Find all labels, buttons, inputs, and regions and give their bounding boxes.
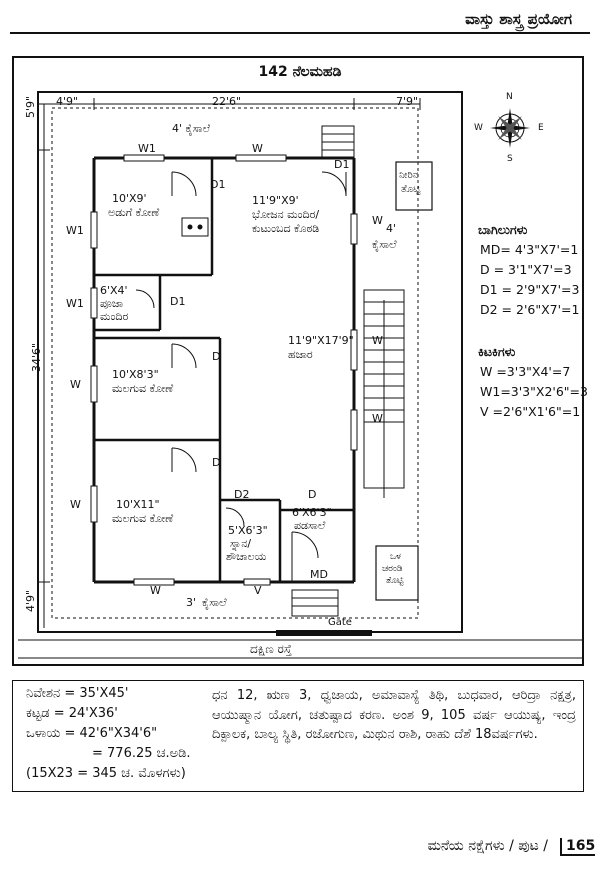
info-site: ನಿವೇಶನ = 35'X45' [26,686,129,701]
info-area: = 776.25 ಚ.ಅಡಿ. [92,746,191,761]
dim-left-bottom: 4'9" [24,589,37,612]
compass-w: W [474,123,483,133]
windows-title: ಕಿಟಕಿಗಳು [478,344,516,359]
info-building: ಕಟ್ಟಡ = 24'X36' [26,706,118,721]
bath-name-2: ಶೌಚಾಲಯ [226,550,267,563]
top-staircase [321,125,355,159]
doors-item-3: D2 = 2'6"X7'=1 [480,302,580,317]
label-gate: Gate [328,617,352,628]
doors-item-0: MD= 4'3"X7'=1 [480,242,579,257]
plan-frame [12,56,584,666]
label-w-bottom: W [150,584,161,597]
kaisale-bottom: ಕೈಸಾಲೆ [202,596,227,609]
windows-item-1: W1=3'3"X2'6"=3 [480,384,588,399]
info-inner: ಒಳಾಯ = 42'6"X34'6" [26,726,158,741]
gate-mark [276,630,372,636]
dining-size: 11'9"X9' [252,194,299,207]
drain-tank-box [375,545,419,601]
water-tank-box [395,161,433,211]
page-number: 165 [560,838,596,856]
dim-left-mid: 34'6" [30,342,43,372]
compass-n: N [506,92,513,102]
window-marks [90,154,358,586]
label-d1-pooja: D1 [170,295,186,308]
label-w1-kitchen: W1 [66,224,84,237]
bath-size: 5'X6'3" [228,524,268,537]
bed1-name: ಮಲಗುವ ಕೋಣೆ [112,382,174,395]
dim-top-left: 4'9" [56,95,79,108]
floor-plan-drawing [18,91,582,659]
label-d1-stair: D1 [334,158,350,171]
label-w-bed1: W [70,378,81,391]
windows-item-0: W =3'3"X4'=7 [480,364,571,379]
doors-title: ಬಾಗಿಲುಗಳು [478,222,528,237]
label-w-dining: W [372,214,383,227]
doors-item-2: D1 = 2'9"X7'=3 [480,282,580,297]
kitchen-name: ಅಡುಗೆ ಕೋಣೆ [108,206,160,219]
kaisale-bottom-num: 3' [186,596,197,609]
running-header: ವಾಸ್ತು ಶಾಸ್ತ್ರ ಪ್ರಯೋಗ [465,10,572,28]
info-units: (15X23 = 345 ಚ. ಮೊಳಗಳು) [26,766,186,781]
windows-item-2: V =2'6"X1'6"=1 [480,404,581,419]
footer-text: ಮನೆಯ ನಕ್ಷೆಗಳು / ಪುಟ / [427,838,548,854]
label-d-bed1: D [212,350,221,363]
label-w-top: W [252,142,263,155]
bed2-name: ಮಲಗುವ ಕೋಣೆ [112,512,174,525]
entry-steps [291,589,339,617]
pooja-name-1: ಪೂಜಾ [100,297,124,310]
bed2-size: 10'X11" [116,498,160,511]
internal-walls [92,158,354,582]
padasale-size: 6'X6'3" [292,506,332,519]
compass-s: S [507,154,513,164]
water-tank-name-2: ತೊಟ್ಟಿ [401,184,421,195]
label-w-hall: W [372,334,383,347]
dim-top-mid: 22'6" [212,95,242,108]
drain-tank-name-3: ತೊಟ್ಟಿ [386,576,404,586]
kaisale-right: ಕೈಸಾಲೆ [372,238,397,251]
label-w1-top: W1 [138,142,156,155]
kitchen-size: 10'X9' [112,192,147,205]
hall-size: 11'9"X17'9" [288,334,354,347]
compass-e: E [538,123,544,133]
label-d1-kitchen: D1 [210,178,226,191]
label-w1-pooja: W1 [66,297,84,310]
bath-name-1: ಸ್ನಾನ/ [230,537,252,550]
road-label: ದಕ್ಷಿಣ ರಸ್ತೆ [250,642,292,656]
dining-name-1: ಭೋಜನ ಮಂದಿರ/ [252,208,320,221]
label-d-padasale: D [308,488,317,501]
hall-name: ಹಜಾರ [288,348,313,361]
plot-border [37,91,463,633]
label-w-stair: W [372,412,383,425]
drain-tank-name-2: ಚರಂಡಿ [382,564,403,574]
water-tank-name-1: ನೀರಿನ [399,170,419,181]
pooja-size: 6'X4' [100,284,128,297]
kitchen-sink [181,217,209,237]
dining-name-2: ಕುಟುಂಬದ ಕೊಠಡಿ [252,222,320,235]
kaisale-right-num: 4' [386,222,397,235]
dimension-lines [37,98,421,628]
drain-tank-name-1: ಒಳ [390,552,401,562]
label-v: V [254,584,262,597]
kaisale-top: 4' ಕೈಸಾಲೆ [172,122,211,135]
label-w-bed2: W [70,498,81,511]
side-staircase [363,289,405,498]
compass-rose [490,108,530,148]
header-rule [10,32,590,34]
bed1-size: 10'X8'3" [112,368,159,381]
doors-item-1: D = 3'1"X7'=3 [480,262,572,277]
info-details: ಧನ 12, ಋಣ 3, ಧ್ವಜಾಯ, ಅಮಾವಾಸ್ಯೆ ತಿಥಿ, ಬುಧ… [212,688,576,742]
padasale-name: ಪಡಸಾಲೆ [294,519,326,532]
plan-title: 142 ನೆಲಮಹಡಿ [258,64,342,80]
info-box [12,680,584,792]
label-d-bed2: D [212,456,221,469]
door-swings [135,171,347,582]
dim-top-right: 7'9" [396,95,419,108]
site-boundary [51,107,419,619]
dim-left-top: 5'9" [24,95,37,118]
pooja-name-2: ಮಂದಿರ [100,310,129,323]
label-d2: D2 [234,488,250,501]
label-md: MD [310,568,328,581]
